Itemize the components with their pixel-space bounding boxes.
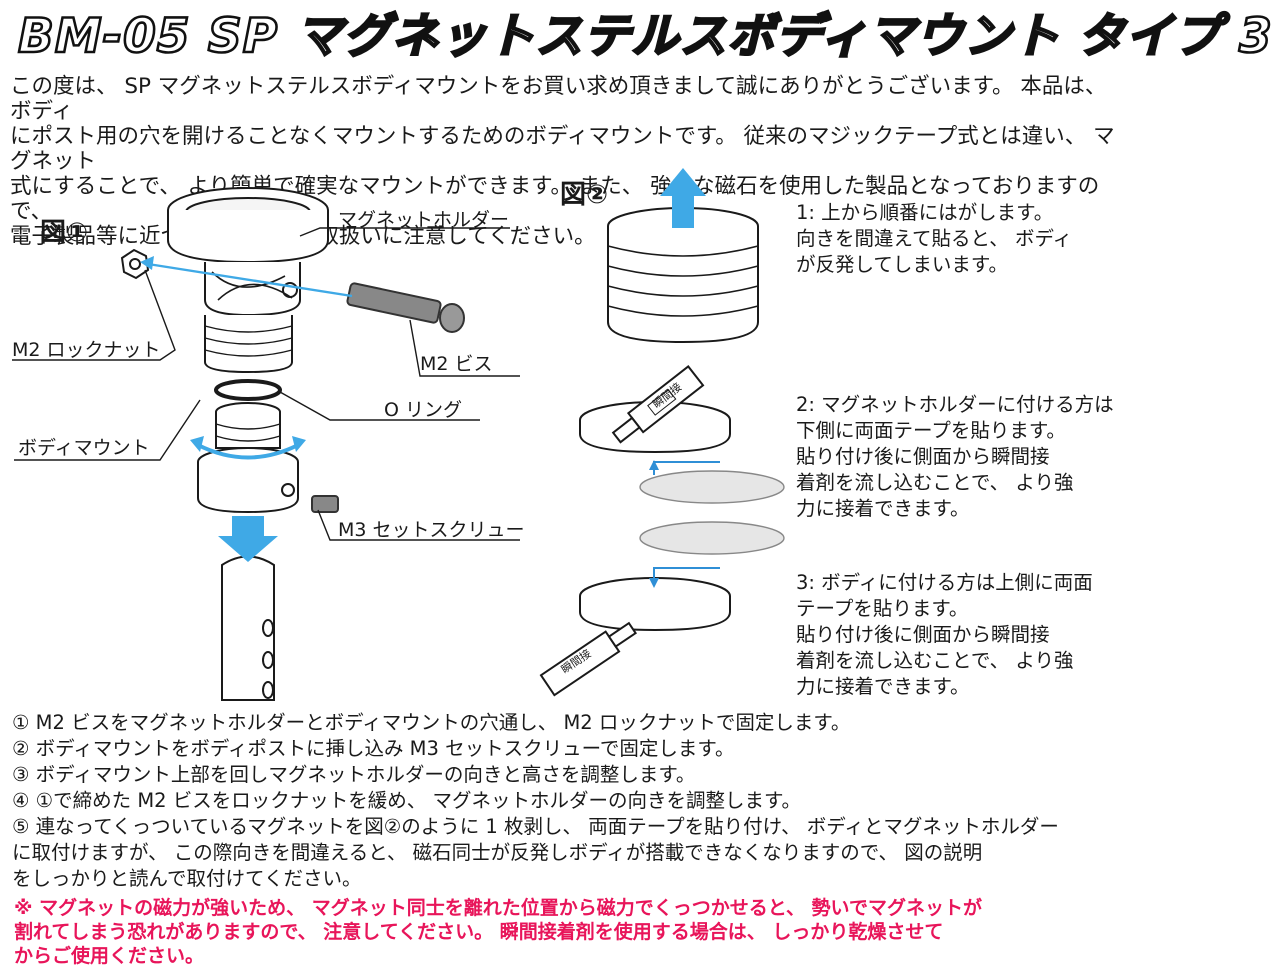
instruction-item: ⑤ 連なってくっついているマグネットを図②のように 1 枚剥し、 両面テープを貼… [12,815,1059,890]
figure2-step-3: 3: ボディに付ける方は上側に両面 テープを貼ります。 貼り付け後に側面から瞬間… [796,571,1093,698]
instruction-item: ① M2 ビスをマグネットホルダーとボディマウントの穴通し、 M2 ロックナット… [12,711,851,734]
instruction-item: ③ ボディマウント上部を回しマグネットホルダーの向きと高さを調整します。 [12,763,696,786]
page-title: BM-05 SP マグネットステルスボディマウント タイプ 3 [17,8,1273,66]
body-post-part [221,555,275,701]
instruction-list: ① M2 ビスをマグネットホルダーとボディマウントの穴通し、 M2 ロックナット… [12,710,1132,892]
glue-tube-top [611,365,705,444]
figure2-step-1: 1: 上から順番にはがします。 向きを間違えて貼ると、 ボディ が反発してしまい… [796,201,1073,276]
instruction-item: ④ ①で締めた M2 ビスをロックナットを緩め、 マグネットホルダーの向きを調整… [12,789,802,812]
magnet-body-side [579,577,731,632]
m3-set-screw-part [311,495,339,513]
tape-disc-bottom [639,521,785,555]
callout-body-mount: ボディマウント [18,437,150,459]
magnet-stack [607,207,759,344]
callout-set-screw: M3 セットスクリュー [338,519,525,541]
callout-lock-nut: M2 ロックナット [12,339,161,361]
o-ring-part [214,379,282,401]
m2-screw-part [346,282,465,333]
callout-o-ring: O リング [384,399,462,421]
figure1-label: 図① [40,218,89,248]
figure1-arrows [140,256,353,562]
callout-magnet-holder: マグネットホルダー [338,209,510,231]
glue-tube-bottom [539,621,637,697]
instruction-item: ② ボディマウントをボディポストに挿し込み M3 セットスクリューで固定します。 [12,737,735,760]
warning-note: ※ マグネットの磁力が強いため、 マグネット同士を離れた位置から磁力でくっつかせ… [14,897,982,967]
lock-nut-part [120,248,150,280]
callout-screw: M2 ビス [420,353,493,375]
magnet-holder-part [167,187,329,374]
figure2-arrows [649,168,720,588]
tape-disc-top [639,470,785,504]
figure2-label: 図② [560,180,609,210]
figure2-step-2: 2: マグネットホルダーに付ける方は 下側に両面テープを貼ります。 貼り付け後に… [796,393,1114,520]
illustration-layer [12,168,785,701]
